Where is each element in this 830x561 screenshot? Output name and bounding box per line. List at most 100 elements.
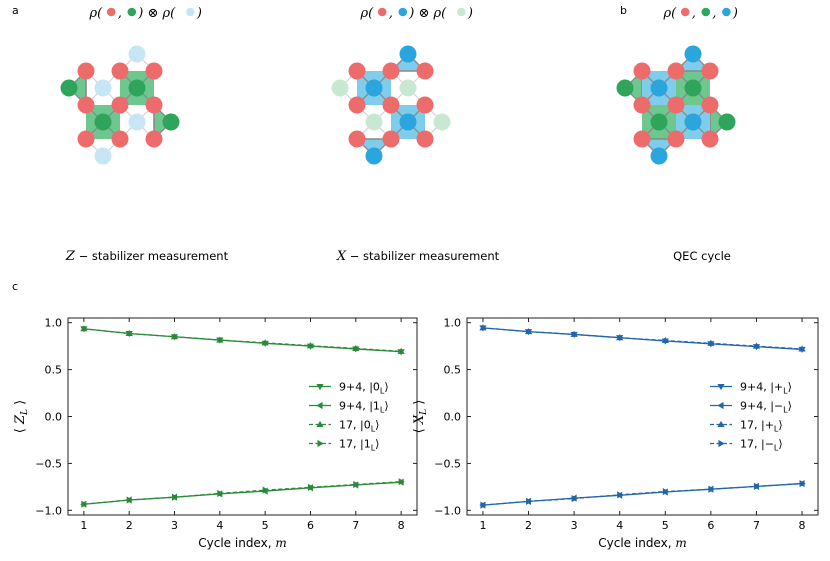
data-qubit bbox=[382, 130, 400, 148]
z-ancilla-qubit bbox=[616, 79, 634, 97]
data-qubit bbox=[348, 62, 366, 80]
series-path bbox=[83, 481, 402, 505]
data-qubit bbox=[145, 96, 163, 114]
title-text: ρ( bbox=[663, 6, 678, 21]
legend: 9+4, |0L⟩9+4, |1L⟩17, |0L⟩17, |1L⟩ bbox=[309, 380, 389, 452]
data-qubit bbox=[701, 62, 719, 80]
data-point-marker bbox=[306, 342, 315, 349]
data-qubit bbox=[382, 62, 400, 80]
z-ancilla-qubit bbox=[331, 79, 349, 97]
y-tick-label: 1.0 bbox=[45, 317, 63, 330]
data-point-marker bbox=[717, 401, 724, 410]
data-point-marker bbox=[708, 485, 715, 493]
data-qubit bbox=[348, 96, 366, 114]
y-label-bracket: ⟩ bbox=[412, 400, 427, 409]
caption-operator: X bbox=[336, 249, 347, 264]
data-qubit bbox=[667, 96, 685, 114]
diagram-title: ρ(,) ⊗ ρ() bbox=[360, 6, 473, 21]
x-ancilla-qubit bbox=[684, 45, 702, 63]
y-label-subscript: L bbox=[20, 409, 30, 416]
legend-label: 17, |1 bbox=[339, 437, 371, 450]
title-qubit-dot bbox=[680, 7, 690, 17]
data-qubit bbox=[416, 96, 434, 114]
diagram-z-stabilizer: ρ(,) ⊗ ρ()Z − stabilizer measurement bbox=[60, 6, 229, 264]
z-ancilla-qubit bbox=[94, 113, 112, 131]
data-point-marker bbox=[524, 328, 533, 335]
data-qubit bbox=[633, 130, 651, 148]
x-tick-label: 5 bbox=[662, 519, 669, 532]
data-point-marker bbox=[753, 482, 761, 490]
title-text: , bbox=[712, 6, 716, 21]
title-qubit-dot bbox=[398, 7, 408, 17]
data-point-marker bbox=[616, 334, 624, 341]
x-ancilla-qubit bbox=[650, 147, 668, 165]
legend-subscript: L bbox=[783, 386, 788, 395]
data-point-marker bbox=[171, 493, 179, 501]
data-point-marker bbox=[307, 483, 315, 491]
title-qubit-dot bbox=[186, 7, 195, 17]
data-point-marker bbox=[617, 491, 624, 499]
data-qubit bbox=[77, 96, 95, 114]
legend-label: 9+4, |1 bbox=[339, 399, 380, 412]
x-tick-label: 7 bbox=[352, 519, 359, 532]
title-text: ρ( bbox=[360, 6, 375, 21]
data-point-marker bbox=[480, 501, 487, 509]
series-line bbox=[479, 324, 806, 352]
data-qubit bbox=[111, 130, 129, 148]
legend-label: 17, |0 bbox=[339, 418, 371, 431]
x-axis-label: Cycle index, m bbox=[598, 536, 686, 550]
x-tick-label: 4 bbox=[216, 519, 223, 532]
data-qubit bbox=[667, 62, 685, 80]
y-tick-label: 0.0 bbox=[45, 411, 63, 424]
title-qubit-dot bbox=[457, 7, 466, 17]
data-qubit bbox=[145, 130, 163, 148]
caption-text: QEC cycle bbox=[673, 249, 731, 263]
data-point-marker bbox=[798, 345, 806, 352]
x-ancilla-qubit bbox=[399, 113, 417, 131]
y-axis-label: ⟨ XL ⟩ bbox=[412, 400, 429, 434]
x-tick-label: 1 bbox=[80, 519, 87, 532]
x-tick-label: 3 bbox=[171, 519, 178, 532]
legend-subscript: L bbox=[774, 443, 779, 452]
data-qubit bbox=[145, 62, 163, 80]
series-line bbox=[80, 325, 405, 354]
series-path bbox=[83, 328, 402, 352]
z-ancilla-qubit bbox=[365, 113, 383, 131]
series-path bbox=[482, 482, 803, 506]
x-ancilla-qubit bbox=[365, 79, 383, 97]
data-point-marker bbox=[661, 336, 669, 344]
data-point-marker bbox=[216, 336, 224, 343]
data-point-marker bbox=[80, 325, 88, 332]
title-qubit-dot bbox=[377, 7, 387, 17]
data-point-marker bbox=[571, 494, 578, 503]
title-text: , bbox=[692, 6, 696, 21]
data-point-marker bbox=[316, 383, 324, 391]
data-point-marker bbox=[718, 439, 725, 448]
title-text: , bbox=[389, 6, 393, 21]
data-point-marker bbox=[317, 439, 324, 448]
x-tick-label: 5 bbox=[262, 519, 269, 532]
data-qubit bbox=[77, 130, 95, 148]
series-path bbox=[482, 327, 803, 350]
data-point-marker bbox=[316, 401, 323, 410]
data-point-marker bbox=[707, 339, 715, 346]
legend-subscript: L bbox=[380, 405, 385, 414]
legend-entry: 9+4, |1L⟩ bbox=[339, 399, 389, 414]
title-qubit-dot bbox=[127, 7, 137, 17]
z-ancilla-qubit bbox=[684, 79, 702, 97]
z-ancilla-qubit bbox=[128, 79, 146, 97]
x-tick-label: 8 bbox=[398, 519, 405, 532]
data-point-marker bbox=[261, 339, 269, 346]
data-point-marker bbox=[799, 479, 806, 488]
title-text: , bbox=[118, 6, 122, 21]
legend-ket: ⟩ bbox=[778, 437, 782, 450]
data-point-marker bbox=[81, 500, 88, 508]
diagram-qec-cycle: ρ(,,)QEC cycle bbox=[616, 6, 738, 263]
y-tick-label: 1.0 bbox=[444, 317, 462, 330]
title-qubit-dot bbox=[106, 7, 116, 17]
title-text: ) bbox=[467, 6, 473, 21]
data-qubit bbox=[701, 96, 719, 114]
y-label-subscript: L bbox=[419, 409, 429, 416]
